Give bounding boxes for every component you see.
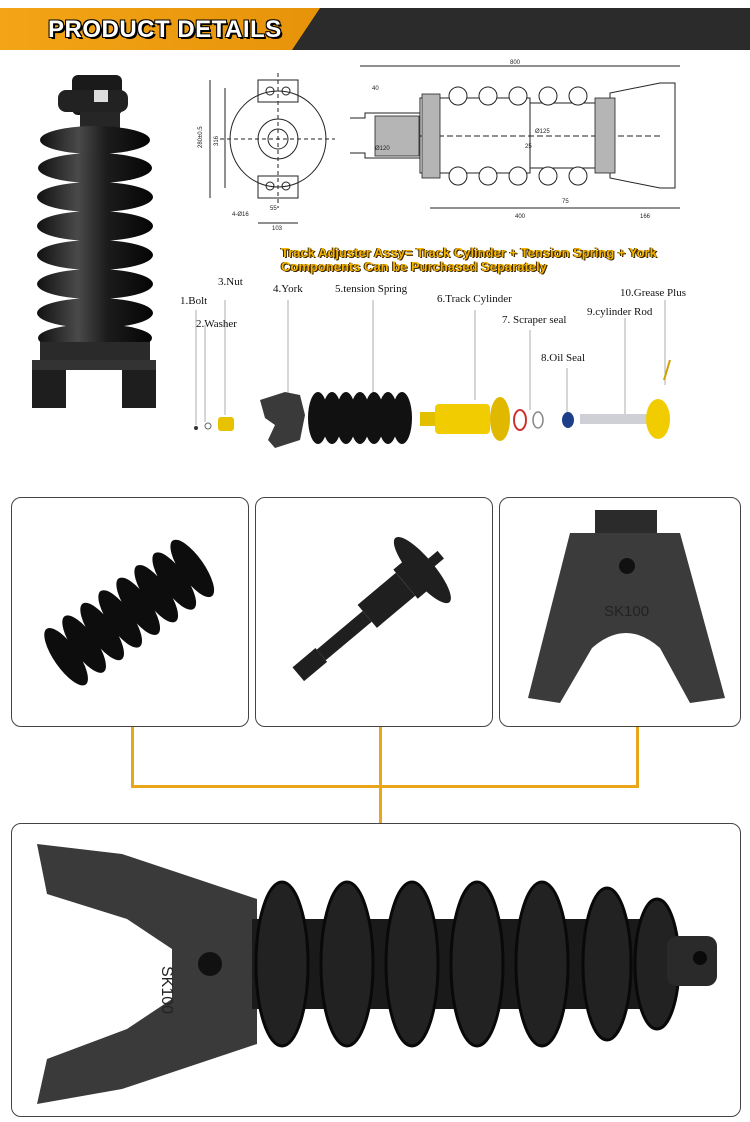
part-label-oil-seal: 8.Oil Seal [541, 352, 585, 364]
assembly-panel: SK100 [11, 823, 741, 1117]
assembly-banner: Track Adjuster Assy= Track Cylinder + Te… [281, 246, 657, 274]
part-label-spring: 5.tension Spring [335, 283, 408, 295]
page-title: PRODUCT DETAILS [48, 16, 282, 43]
part-label-scraper-seal: 7. Scraper seal [502, 314, 567, 326]
exploded-parts-image [194, 300, 671, 448]
part-label-york: 4.York [273, 283, 303, 295]
part-label-grease-plus: 10.Grease Plus [620, 287, 686, 299]
dim-103: 103 [272, 226, 283, 232]
part-label-washer: 2.Washer [196, 318, 237, 330]
york-panel: SK100 [499, 497, 741, 727]
connector-left [131, 727, 134, 787]
dim-400: 400 [515, 214, 526, 220]
track-cylinder-image [292, 537, 451, 682]
part-label-cylinder: 6.Track Cylinder [437, 293, 512, 305]
york-stamp: SK100 [604, 603, 649, 620]
full-assembly-image: SK100 [37, 844, 717, 1104]
cylinder-panel [255, 497, 493, 727]
dim-316: 316 [214, 135, 220, 146]
connector-right [636, 727, 639, 787]
assembled-adjuster-image [32, 75, 156, 408]
dim-d120: Ø120 [375, 146, 390, 152]
york-image: SK100 [528, 510, 725, 703]
assembly-stamp: SK100 [158, 966, 175, 1014]
spring-panel [11, 497, 249, 727]
dim-25: 25 [525, 144, 532, 150]
dim-d125: Ø125 [535, 129, 550, 135]
dim-55: 55 [270, 206, 277, 212]
banner-line-1: Track Adjuster Assy= Track Cylinder + Te… [281, 245, 657, 260]
dim-40: 40 [372, 86, 379, 92]
connector-middle [379, 727, 382, 823]
part-label-cylinder-rod: 9.cylinder Rod [587, 306, 653, 318]
header-accent-band [0, 8, 320, 50]
dim-166: 166 [640, 214, 651, 220]
banner-line-2: Components Can be Purchased Separately [281, 259, 547, 274]
dim-800: 800 [510, 60, 521, 66]
page-header: PRODUCT DETAILS [0, 0, 750, 55]
tension-spring-image [44, 539, 215, 686]
part-label-bolt: 1.Bolt [180, 295, 208, 307]
dim-280: 280±0.5 [198, 126, 204, 148]
dim-75: 75 [562, 199, 569, 205]
technical-drawing: 800 Ø120 400 166 Ø125 75 40 25 4-Ø16 55 … [198, 60, 680, 232]
part-label-nut: 3.Nut [218, 276, 243, 288]
dim-4d16: 4-Ø16 [232, 212, 249, 218]
connector-horizontal [131, 785, 639, 788]
